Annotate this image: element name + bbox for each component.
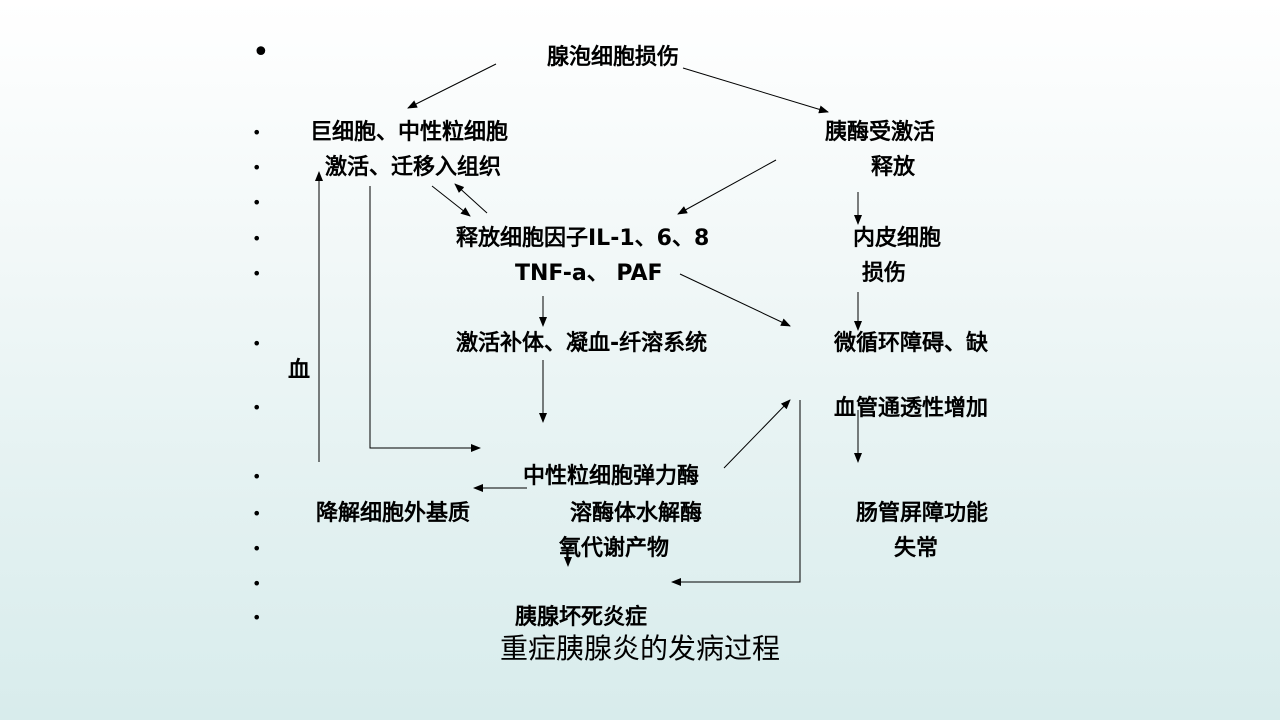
- node-release: 释放: [871, 155, 916, 180]
- bullet: •: [252, 334, 262, 353]
- arrow-microcirculation-to-necrotizing: [671, 400, 801, 586]
- arrow-cytokine-to-activation: [454, 183, 488, 214]
- node-tnf-paf: TNF-a、 PAF: [515, 261, 663, 286]
- bullet: •: [252, 264, 262, 283]
- bullet: •: [252, 608, 262, 627]
- node-ecm-degrade: 降解细胞外基质: [316, 501, 471, 526]
- bullet: •: [252, 158, 262, 177]
- bullet: •: [252, 229, 262, 248]
- arrow-elastase-to-microcirculation: [723, 399, 791, 469]
- node-necrotizing: 胰腺坏死炎症: [515, 605, 648, 630]
- node-complement: 激活补体、凝血-纤溶系统: [456, 331, 708, 356]
- bullet: •: [252, 574, 262, 593]
- node-enzyme-activated: 胰酶受激活: [825, 120, 936, 145]
- node-acinar-injury: 腺泡细胞损伤: [547, 45, 680, 70]
- node-injury: 损伤: [862, 261, 907, 286]
- node-dysfunction: 失常: [894, 536, 939, 561]
- arrow-paf-to-microcirculation: [679, 273, 791, 327]
- node-macrophage: 巨细胞、中性粒细胞: [310, 120, 509, 145]
- bullet: •: [252, 123, 262, 142]
- node-oxygen-metabolite: 氧代谢产物: [559, 536, 670, 561]
- arrow-injury-to-macrophage: [407, 63, 497, 109]
- arrow-release-to-cytokine: [677, 159, 777, 215]
- node-elastase: 中性粒细胞弹力酶: [523, 464, 700, 489]
- node-blood: 血: [288, 358, 311, 383]
- bullet: •: [252, 467, 262, 486]
- node-microcirculation: 微循环障碍、缺: [834, 331, 989, 356]
- node-vascular-permeability: 血管通透性增加: [834, 396, 989, 421]
- bullet: •: [252, 539, 262, 558]
- node-endothelial-cell: 内皮细胞: [853, 226, 942, 251]
- node-cytokine-release: 释放细胞因子IL-1、6、8: [456, 226, 710, 251]
- bullet: •: [252, 398, 262, 417]
- bullet: •: [252, 193, 262, 212]
- arrow-activation-to-cytokine: [431, 185, 471, 217]
- arrow-injury-to-enzyme: [682, 67, 829, 114]
- node-activation-migration: 激活、迁移入组织: [325, 155, 502, 180]
- node-gut-barrier: 肠管屏障功能: [856, 501, 989, 526]
- arrow-activation-to-elastase: [369, 186, 481, 452]
- node-lysosome: 溶酶体水解酶: [570, 501, 703, 526]
- bullet: •: [252, 504, 262, 523]
- bullet: •: [252, 35, 270, 70]
- slide-caption: 重症胰腺炎的发病过程: [499, 632, 780, 665]
